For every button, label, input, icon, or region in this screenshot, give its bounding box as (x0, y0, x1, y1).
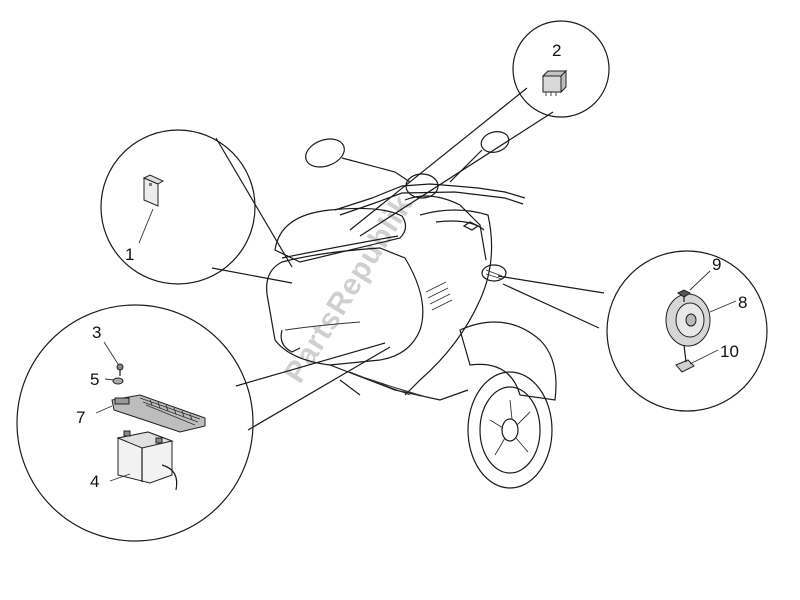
callout-label-10: 10 (720, 342, 739, 361)
part-2-flasher (541, 69, 568, 96)
part-10-bracket (675, 344, 719, 373)
callout-label-2: 2 (552, 41, 561, 60)
callout-label-5: 5 (90, 370, 99, 389)
callout-label-1: 1 (125, 245, 134, 264)
part-7-battery-strap (95, 394, 206, 433)
scooter-illustration (266, 131, 557, 489)
part-4-battery (109, 430, 178, 491)
part-1-relay (138, 174, 165, 244)
callout-label-4: 4 (90, 472, 99, 491)
callout-circle-1 (100, 129, 256, 285)
part-3-screw (103, 341, 124, 376)
callout-label-9: 9 (712, 255, 721, 274)
callout-label-8: 8 (738, 293, 747, 312)
part-8-horn (665, 293, 737, 347)
leader-lines (211, 87, 605, 431)
callout-label-3: 3 (92, 323, 101, 342)
watermark: PartsRepublik (278, 189, 420, 389)
callout-circle-battery (16, 304, 254, 542)
part-5-washer (104, 377, 124, 385)
part-9-bolt (677, 270, 711, 302)
callout-circle-horn (606, 250, 768, 412)
callout-label-7: 7 (76, 408, 85, 427)
callout-circle-2 (512, 20, 610, 118)
